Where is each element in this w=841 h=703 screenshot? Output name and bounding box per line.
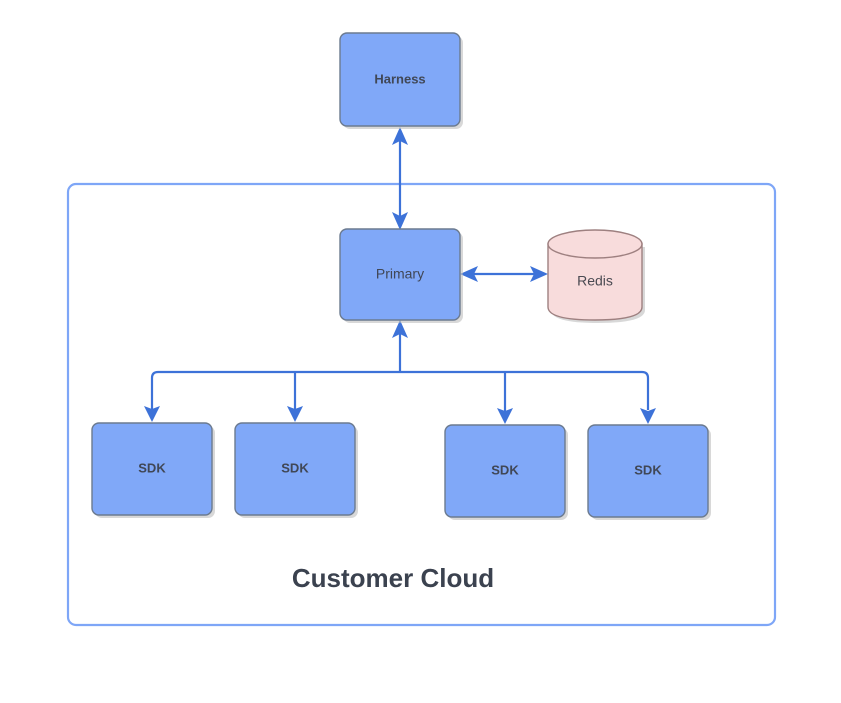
sdk-3-label: SDK [491, 462, 519, 477]
sdk-3-box[interactable] [444, 424, 566, 518]
arrowhead-primary-bottom [392, 320, 408, 338]
arrowhead-sdk-2 [287, 406, 303, 422]
connector-sdk-bus [150, 370, 650, 410]
node-sdk-1[interactable]: SDK [91, 422, 215, 518]
sdk-4-box[interactable] [587, 424, 709, 518]
arrowhead-primary-top [392, 212, 408, 230]
node-sdk-2[interactable]: SDK [234, 422, 358, 518]
sdk-2-box[interactable] [234, 422, 356, 516]
redis-cylinder-body[interactable] [547, 243, 643, 321]
arrowhead-primary-right [460, 266, 478, 282]
node-sdk-3[interactable]: SDK [444, 424, 568, 520]
customer-cloud-title: Customer Cloud [292, 563, 494, 593]
arrowhead-harness-top [392, 127, 408, 145]
primary-box[interactable] [339, 228, 461, 321]
redis-cylinder-top [547, 229, 643, 259]
primary-label: Primary [376, 266, 424, 282]
arrowhead-sdk-1 [144, 406, 160, 422]
node-primary[interactable]: Primary [339, 228, 463, 323]
arrowhead-redis-left [530, 266, 548, 282]
arrowhead-sdk-3 [497, 408, 513, 424]
node-sdk-4[interactable]: SDK [587, 424, 711, 520]
sdk-1-box[interactable] [91, 422, 213, 516]
harness-box[interactable] [339, 32, 461, 127]
sdk-4-label: SDK [634, 462, 662, 477]
connector-group [144, 127, 656, 424]
node-harness[interactable]: Harness [339, 32, 463, 129]
customer-cloud-zone [66, 182, 777, 627]
sdk-1-label: SDK [138, 460, 166, 475]
sdk-2-label: SDK [281, 460, 309, 475]
arrowhead-sdk-4 [640, 408, 656, 424]
node-redis[interactable]: Redis [547, 229, 645, 323]
redis-label: Redis [577, 273, 613, 289]
harness-label: Harness [374, 71, 425, 86]
